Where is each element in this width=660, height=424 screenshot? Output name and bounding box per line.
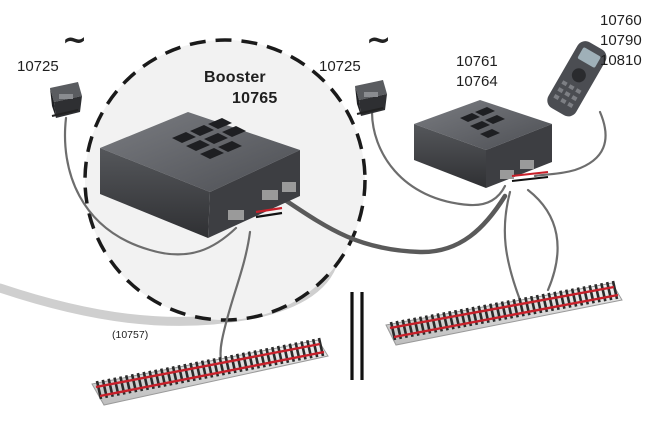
transformer-left-device [50,82,82,118]
track-section-right [385,280,623,346]
transformer-right-device [355,80,387,116]
handheld-code-1: 10760 [600,12,642,29]
central-code-2: 10764 [456,73,498,90]
transformer-left-code: 10725 [17,58,59,75]
handheld-code-2: 10790 [600,32,642,49]
handheld-code-3: 10810 [600,52,642,69]
booster-code: 10765 [232,90,278,107]
transformer-right-code: 10725 [319,58,361,75]
central-vent-grille [460,107,505,138]
ac-symbol-right: ~ [366,23,392,58]
central-station-device [414,100,552,188]
cable-code: (10757) [112,329,149,341]
central-code-1: 10761 [456,53,498,70]
booster-title: Booster [204,69,266,86]
ac-symbol-left: ~ [62,23,88,58]
booster-vent-grille [172,118,246,159]
track-section-left [91,337,329,406]
handheld-controller-device [547,41,607,117]
track-separation-marker [350,292,364,380]
booster-device [100,112,300,238]
